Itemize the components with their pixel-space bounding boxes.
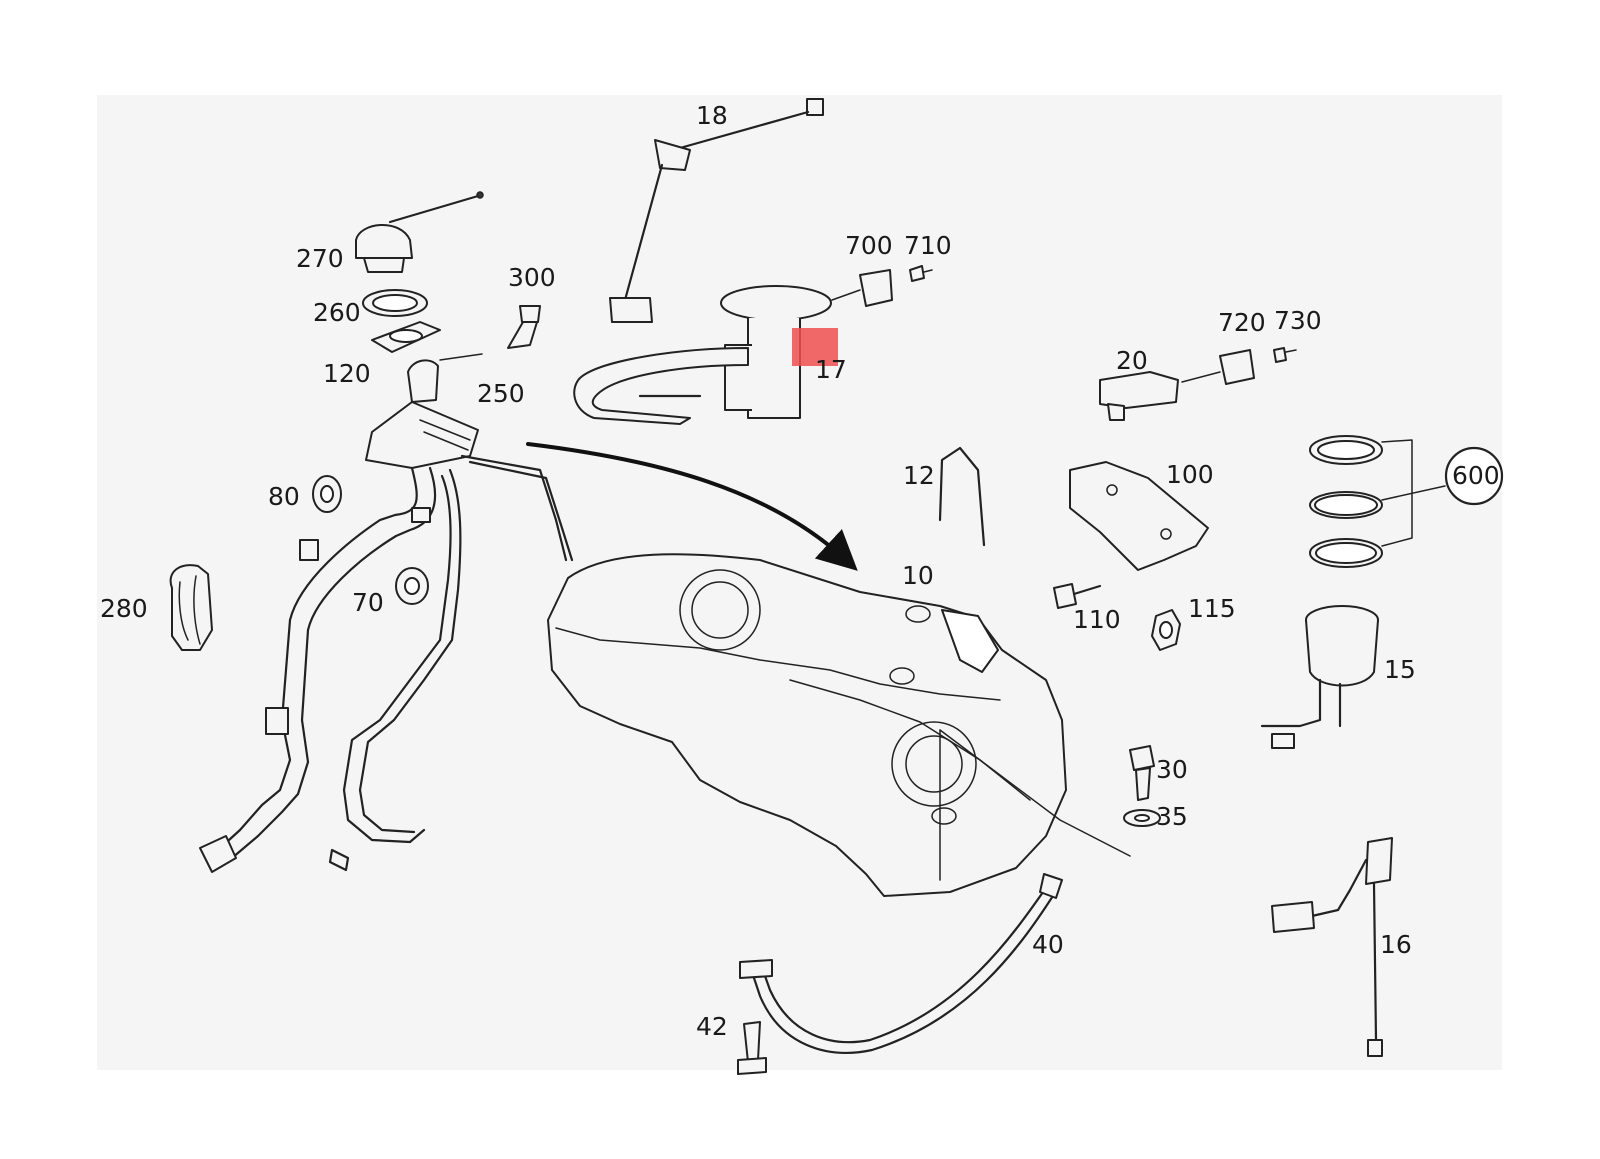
heat-shield-100 <box>1069 461 1209 571</box>
label-250: 250 <box>477 379 525 408</box>
valve-20 <box>1099 371 1179 421</box>
grommet-70 <box>395 567 429 605</box>
label-600: 600 <box>1452 461 1500 490</box>
highlight-17 <box>792 328 838 366</box>
label-100: 100 <box>1166 460 1214 489</box>
label-300: 300 <box>508 263 556 292</box>
level-sender-18 <box>609 98 824 323</box>
fuel-tank-10 <box>547 553 1131 897</box>
label-720: 720 <box>1218 308 1266 337</box>
bracket-12 <box>938 446 986 547</box>
label-700: 700 <box>845 231 893 260</box>
label-18: 18 <box>696 101 728 130</box>
label-17: 17 <box>815 355 847 384</box>
pin-710 <box>909 265 933 282</box>
label-35: 35 <box>1156 802 1188 831</box>
seal-set-600 <box>1309 435 1504 568</box>
filler-neck-housing-250 <box>365 353 483 469</box>
filler-pipe-assembly <box>199 454 574 873</box>
clip-700 <box>831 269 893 307</box>
bolt-110 <box>1053 583 1102 609</box>
screw-42 <box>737 1021 767 1075</box>
label-12: 12 <box>903 461 935 490</box>
label-120: 120 <box>323 359 371 388</box>
label-710: 710 <box>904 231 952 260</box>
label-260: 260 <box>313 298 361 327</box>
label-16: 16 <box>1380 930 1412 959</box>
label-115: 115 <box>1188 594 1236 623</box>
label-80: 80 <box>268 482 300 511</box>
label-20: 20 <box>1116 346 1148 375</box>
label-270: 270 <box>296 244 344 273</box>
assembly-arrow <box>526 442 858 571</box>
bolt-300 <box>507 305 541 349</box>
hose-clamp-280 <box>169 564 213 651</box>
label-30: 30 <box>1156 755 1188 784</box>
seal-ring-260 <box>362 289 428 317</box>
label-10: 10 <box>902 561 934 590</box>
label-15: 15 <box>1384 655 1416 684</box>
label-280: 280 <box>100 594 148 623</box>
label-42: 42 <box>696 1012 728 1041</box>
fuel-cap-270 <box>355 191 484 273</box>
clip-720 <box>1181 349 1255 385</box>
label-70: 70 <box>352 588 384 617</box>
label-40: 40 <box>1032 930 1064 959</box>
fuel-pump-module-17 <box>573 285 832 425</box>
pin-730 <box>1273 347 1297 363</box>
tank-strap-40 <box>739 873 1063 1054</box>
bolt-30 <box>1129 745 1155 801</box>
flange-gasket-120 <box>371 321 441 353</box>
nut-115 <box>1151 609 1181 651</box>
label-730: 730 <box>1274 306 1322 335</box>
group-badge-600 <box>1444 446 1504 506</box>
grommet-80 <box>312 475 342 513</box>
label-110: 110 <box>1073 605 1121 634</box>
level-sender-16 <box>1271 837 1393 1057</box>
washer-35 <box>1123 809 1161 827</box>
pump-module-15 <box>1260 605 1379 749</box>
